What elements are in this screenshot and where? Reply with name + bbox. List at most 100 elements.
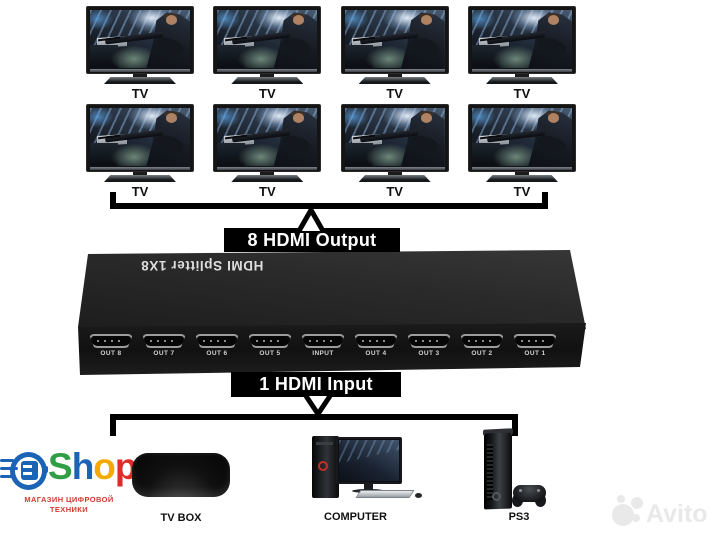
hdmi-port-icon [460,334,504,348]
scene-cyan-glow [90,108,114,128]
scene-soldier-head [293,113,305,124]
tv-bottom-bezel [217,167,318,170]
tv-label: TV [131,184,149,199]
logo-plug-slot [23,472,32,475]
tv-bottom-bezel [90,69,190,72]
arrow-down-icon [303,395,333,417]
tv-frame [86,104,194,172]
hdmi-port: OUT 1 [512,334,558,358]
scene-green-glow [364,44,413,68]
tv-screen-scene [217,10,318,68]
shop-logo-plug [21,461,38,480]
scene-soldier-head [547,15,559,26]
tv-label: TV [513,86,531,101]
scene-soldier-head [166,15,177,26]
hdmi-port-icon [354,334,398,348]
console-vent-grooves [487,444,493,500]
scene-soldier-head [166,113,177,124]
tv-label: TV [259,184,276,199]
logo-subtitle-line1: МАГАЗИН ЦИФРОВОЙ [24,495,114,504]
tv-stand-base [104,175,176,182]
scene-cyan-glow [471,108,496,128]
tv-bottom-bezel [471,167,572,170]
scene-cyan-glow [217,10,242,30]
tv-stand-neck [514,74,529,77]
computer-label: COMPUTER [324,511,387,523]
tv-output: TV [212,104,322,198]
tv-stand-base [485,175,558,182]
tv-screen-scene [471,10,572,68]
tv-stand-neck [260,74,275,77]
ps3-label: PS3 [508,511,530,523]
hdmi-port: OUT 3 [406,334,452,358]
tv-output: TV [340,6,450,100]
logo-letter: o [93,446,116,487]
scene-soldier-head [420,15,432,26]
tv-frame [467,104,576,172]
tv-output: TV [467,104,577,198]
scene-cyan-glow [344,10,369,30]
tv-stand-neck [260,172,275,175]
computer-fan [318,461,328,471]
tv-bottom-bezel [344,167,445,170]
tv-frame [467,6,576,74]
hdmi-port: OUT 8 [88,334,134,358]
tv-label: TV [513,184,531,199]
hdmi-port-icon [301,334,345,348]
hdmi-port-icon [89,334,133,348]
logo-speed-line [0,459,14,462]
tv-stand-neck [514,172,529,175]
tv-stand-base [104,77,176,84]
console-emblem [492,492,501,501]
splitter-top-face: HDMI Splitter 1X8 [78,250,586,329]
tv-output: TV [85,6,195,100]
logo-speed-line [0,467,18,470]
input-bracket-left-tick [110,414,116,436]
gamepad-dpad [519,489,522,492]
tv-screen-scene [344,10,445,68]
tv-box-label: TV BOX [160,512,202,524]
tv-stand-neck [387,172,402,175]
shop-logo-wordmark: Shop [48,448,137,485]
gamepad-button [537,489,540,492]
hdmi-port: OUT 4 [353,334,399,358]
tv-bottom-bezel [90,167,190,170]
hdmi-port: OUT 6 [194,334,240,358]
scene-soldier-head [547,113,559,124]
scene-green-glow [237,44,286,68]
logo-plug-slot [23,465,32,468]
arrow-up-icon [296,206,326,232]
tv-screen-scene [217,108,318,166]
computer-monitor [336,437,402,484]
scene-green-glow [364,142,413,166]
tv-label: TV [259,86,276,101]
output-bracket-label: 8 HDMI Output [224,228,400,252]
tv-label: TV [386,184,403,199]
input-bracket-label: 1 HDMI Input [231,372,401,397]
logo-letter: p [114,446,138,487]
tv-frame [340,104,449,172]
hdmi-port-icon [195,334,239,348]
tv-frame [213,6,322,74]
input-bracket [110,414,518,420]
computer-keyboard [355,490,415,498]
avito-logo-icon [632,514,640,522]
tv-stand-base [485,77,558,84]
hdmi-port: INPUT [300,334,346,358]
scene-green-glow [110,142,158,166]
scene-green-glow [237,142,286,166]
tv-output: TV [467,6,577,100]
hdmi-port-icon [513,334,557,348]
tv-stand-base [358,77,431,84]
hdmi-port-label: OUT 8 [100,350,122,357]
hdmi-port-label: OUT 1 [524,350,546,357]
computer-drive-slot [316,442,333,445]
computer-mouse [415,493,422,498]
tv-stand-base [231,175,304,182]
scene-cyan-glow [90,10,114,30]
input-bracket-right-tick [512,414,518,436]
tv-output: TV [212,6,322,100]
tv-frame [86,6,194,74]
avito-logo-icon [631,497,643,509]
avito-logo-icon [612,504,634,526]
